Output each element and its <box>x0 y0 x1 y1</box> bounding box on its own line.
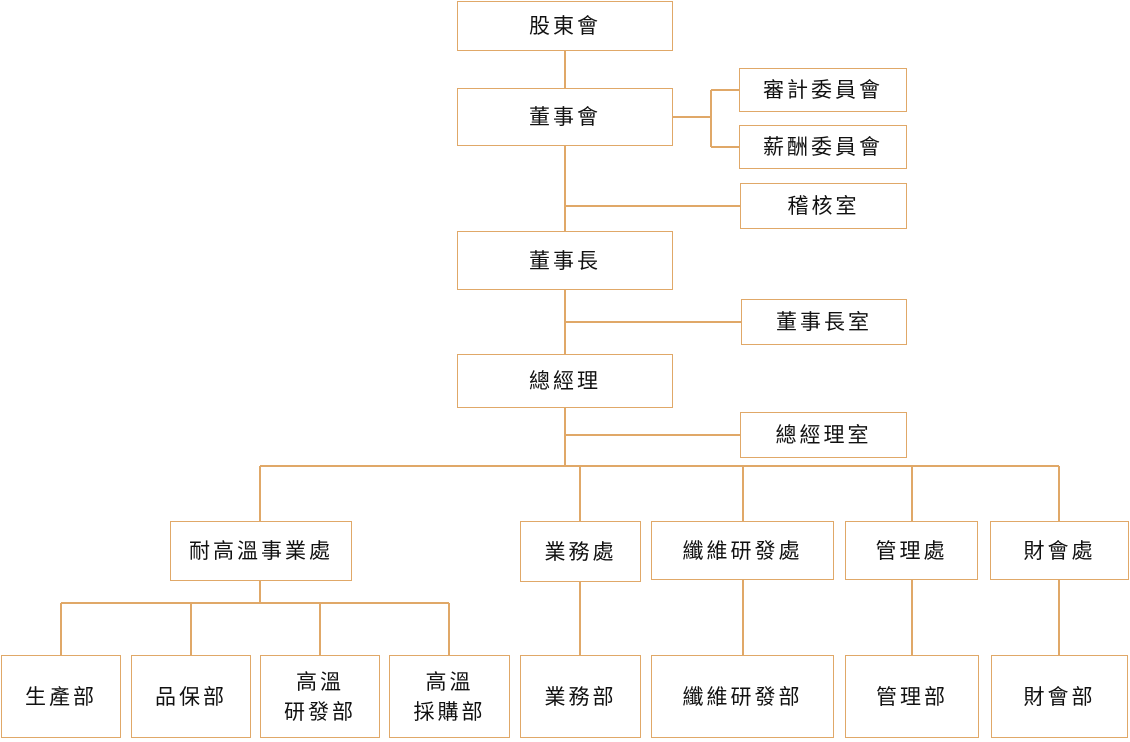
sales-dept-label: 業務部 <box>544 684 617 709</box>
high-temp-rd-dept-label-line1: 高溫 <box>296 669 344 694</box>
chairman-office-box: 董事長室 <box>741 299 907 345</box>
board-label: 董事會 <box>529 105 601 129</box>
management-division-box: 管理處 <box>845 521 978 580</box>
finance-division-label: 財會處 <box>1023 538 1096 563</box>
audit-committee-box: 審計委員會 <box>739 68 907 112</box>
management-dept-box: 管理部 <box>845 655 979 738</box>
audit-committee-label: 審計委員會 <box>763 78 883 102</box>
chairman-office-label: 董事長室 <box>776 310 872 334</box>
fiber-rd-division-box: 纖維研發處 <box>651 521 834 580</box>
high-temp-rd-dept-label-line2: 研發部 <box>284 699 356 724</box>
general-manager-label: 總經理 <box>529 369 601 393</box>
management-dept-label: 管理部 <box>876 684 948 709</box>
shareholders-box: 股東會 <box>457 1 673 51</box>
internal-audit-box: 稽核室 <box>740 183 907 229</box>
fiber-rd-division-label: 纖維研發處 <box>682 538 803 563</box>
high-temp-purchasing-dept-label-line1: 高溫 <box>425 669 474 694</box>
quality-assurance-dept-label: 品保部 <box>155 684 227 709</box>
finance-dept-label: 財會部 <box>1023 684 1096 709</box>
high-temp-division-box: 耐高溫事業處 <box>170 521 352 581</box>
gm-office-box: 總經理室 <box>740 412 907 458</box>
chairman-label: 董事長 <box>529 248 601 273</box>
sales-division-label: 業務處 <box>544 539 617 564</box>
sales-dept-box: 業務部 <box>520 655 641 738</box>
board-box: 董事會 <box>457 88 673 146</box>
shareholders-label: 股東會 <box>529 14 601 38</box>
quality-assurance-dept-box: 品保部 <box>131 655 251 738</box>
high-temp-rd-dept-box: 高溫 研發部 <box>260 655 380 738</box>
fiber-rd-dept-label: 纖維研發部 <box>682 684 803 709</box>
remuneration-committee-label: 薪酬委員會 <box>763 135 883 159</box>
finance-division-box: 財會處 <box>990 521 1129 580</box>
management-division-label: 管理處 <box>875 538 948 563</box>
internal-audit-label: 稽核室 <box>787 194 860 218</box>
gm-office-label: 總經理室 <box>775 423 872 447</box>
high-temp-division-label: 耐高溫事業處 <box>189 539 333 563</box>
production-dept-label: 生產部 <box>25 684 97 709</box>
fiber-rd-dept-box: 纖維研發部 <box>651 655 834 738</box>
remuneration-committee-box: 薪酬委員會 <box>739 125 907 169</box>
finance-dept-box: 財會部 <box>991 655 1128 738</box>
high-temp-purchasing-dept-label-line2: 採購部 <box>413 699 486 724</box>
chairman-box: 董事長 <box>457 231 673 290</box>
general-manager-box: 總經理 <box>457 354 673 408</box>
sales-division-box: 業務處 <box>520 521 641 582</box>
production-dept-box: 生產部 <box>1 655 121 738</box>
high-temp-purchasing-dept-box: 高溫 採購部 <box>389 655 510 738</box>
